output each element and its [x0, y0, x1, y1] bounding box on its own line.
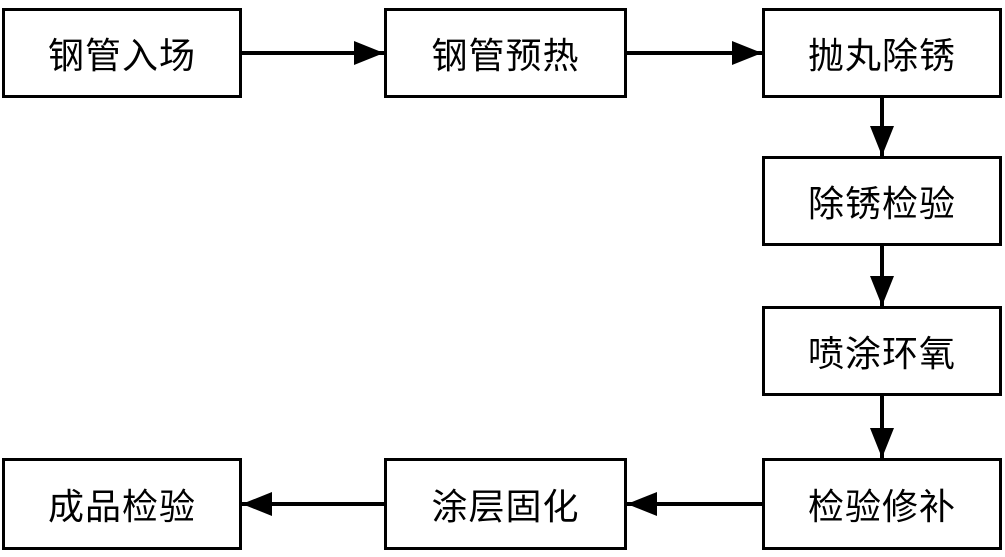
- node-inspection-repair: 检验修补: [762, 458, 1002, 550]
- node-pipe-entry: 钢管入场: [2, 8, 242, 98]
- node-shot-blast-derust: 抛丸除锈: [762, 8, 1002, 98]
- node-epoxy-spray: 喷涂环氧: [762, 306, 1002, 396]
- node-derust-inspection: 除锈检验: [762, 156, 1002, 246]
- node-coating-curing: 涂层固化: [384, 458, 627, 550]
- node-product-inspection: 成品检验: [2, 458, 242, 550]
- node-pipe-preheat: 钢管预热: [384, 8, 627, 98]
